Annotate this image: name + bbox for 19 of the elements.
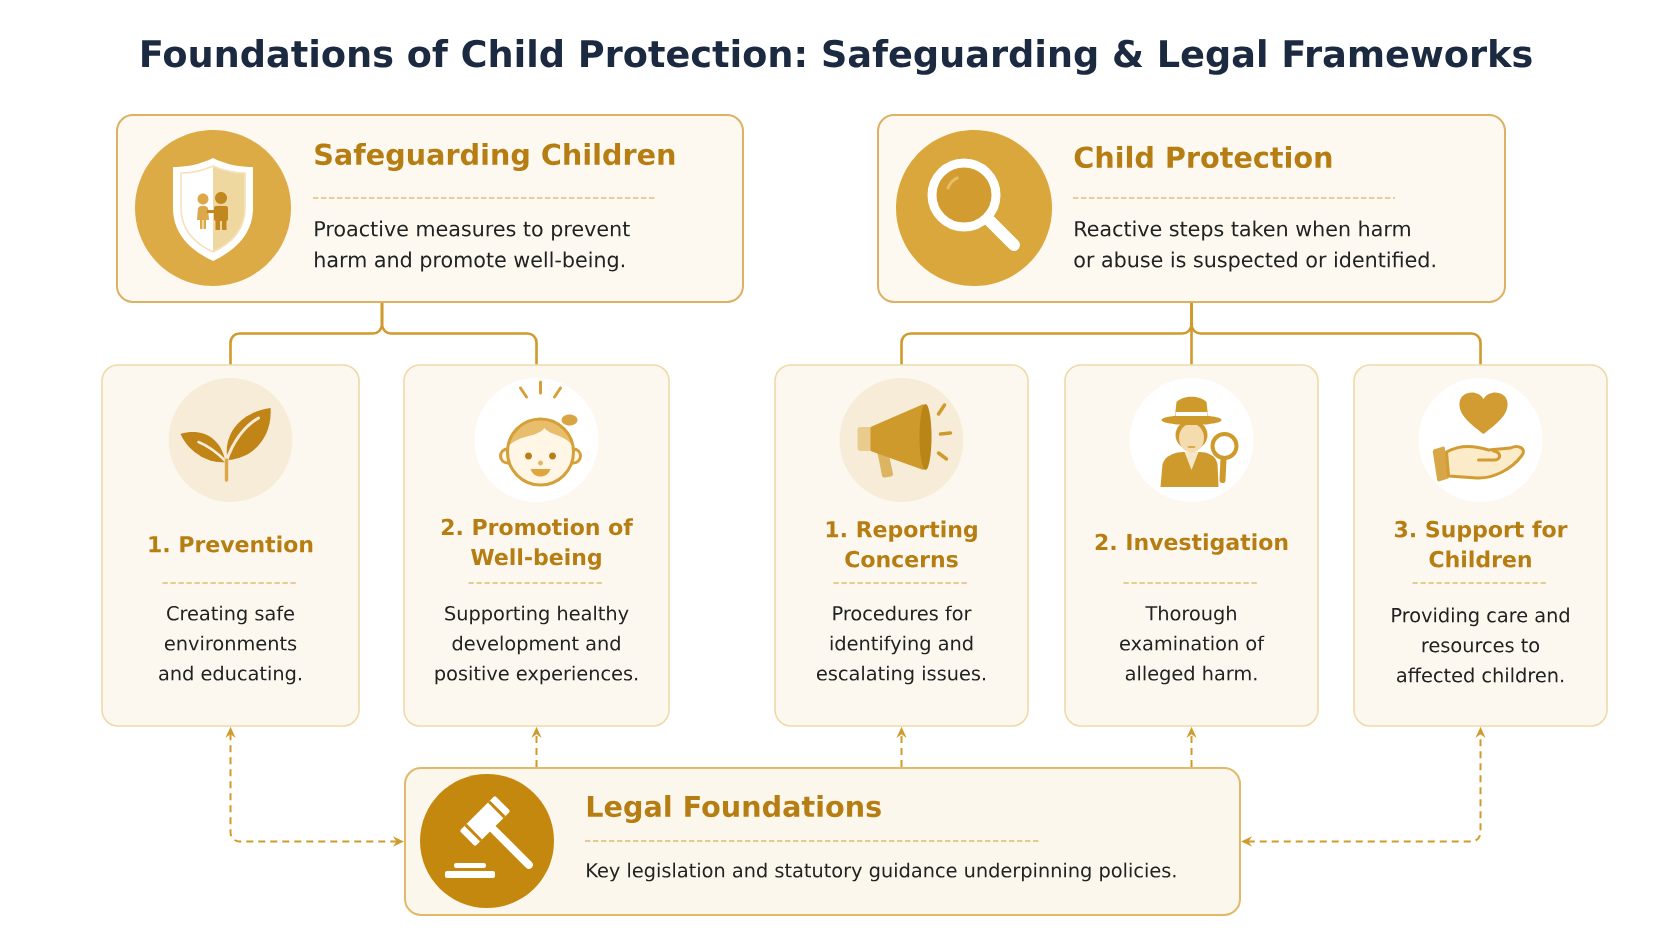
description: Procedures for identifying and escalating issues. [817,605,985,685]
box-title: Legal Foundations [587,795,881,823]
description: Supporting healthy development and positive experiences. [435,605,638,685]
description: Thorough examination of alleged harm. [1120,605,1265,685]
description: Key legislation and statutory guidance underpinning policies. [587,862,1176,882]
connector-line [1190,303,1482,365]
card-title: 2. Investigation [1095,533,1288,555]
connector-line [380,303,538,365]
box-title: Child Protection [1074,145,1332,169]
card-title: 3. Support for Children [1394,520,1568,568]
description: Providing care and resources to affected children. [1392,607,1569,683]
card-title: 1. Reporting Concerns [826,520,977,568]
title: Foundations of Child Protection: Safeguarding & Legal Frameworks [142,39,1532,75]
box-title: Safeguarding Children [315,143,675,171]
description: Creating safe environments and educating. [159,605,301,685]
description: Proactive measures to prevent harm and promote well-being. [315,220,630,272]
description: Reactive steps taken when harm or abuse is suspected or identified. [1074,220,1435,272]
card-title: 1. Prevention [149,535,313,553]
card-title: 2. Promotion of Well-being [441,518,633,570]
